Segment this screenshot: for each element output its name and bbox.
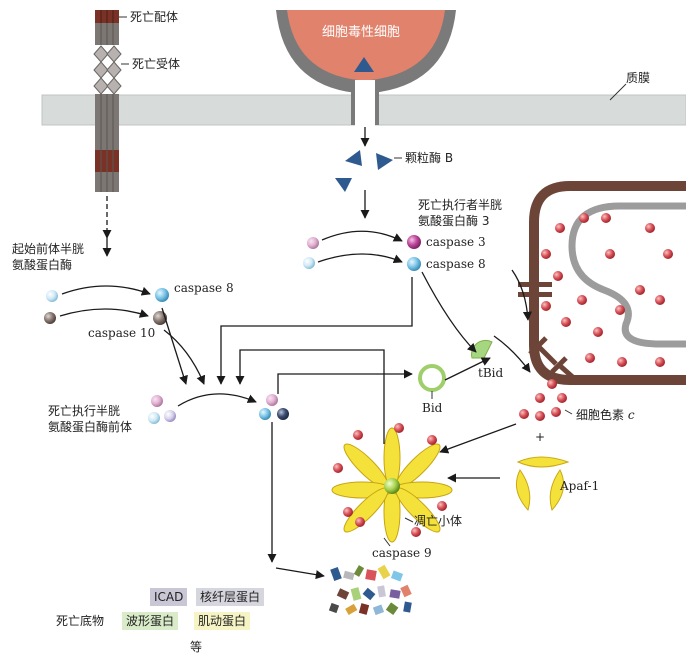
cytochrome-c-released bbox=[519, 379, 567, 421]
caspase8-top-ball bbox=[407, 257, 421, 271]
executioner-precursor-label-1: 死亡执行半胱 bbox=[48, 404, 121, 418]
granzyme-in-cell-icon bbox=[354, 57, 374, 72]
initiator-label-2: 氨酸蛋白酶 bbox=[12, 258, 73, 272]
executioner-caspase3-label-2: 氨酸蛋白酶 3 bbox=[418, 214, 490, 228]
caspase9-label: caspase 9 bbox=[372, 546, 432, 560]
bid-ring bbox=[418, 364, 446, 392]
cytochrome-c-label: 细胞色素 c bbox=[576, 408, 635, 423]
cytotoxic-cell bbox=[276, 10, 456, 126]
executioner-caspase3-label-1: 死亡执行者半胱 bbox=[418, 198, 503, 212]
death-receptor bbox=[93, 10, 122, 192]
apoptosome bbox=[331, 423, 453, 543]
lamin-box: 核纤层蛋白 bbox=[196, 588, 265, 606]
plasma-membrane-label: 质膜 bbox=[626, 71, 651, 85]
icad-box: ICAD bbox=[150, 588, 188, 606]
tbid-shape bbox=[471, 339, 493, 359]
actin-box: 肌动蛋白 bbox=[194, 612, 251, 630]
executioner-procaspase-balls bbox=[148, 395, 176, 424]
tbid-label: tBid bbox=[478, 366, 504, 380]
initiator-label-1: 起始前体半胱 bbox=[12, 242, 85, 256]
procaspase-paleblue-ball bbox=[303, 257, 315, 269]
caspase8-label: caspase 8 bbox=[174, 281, 234, 295]
apaf1-shape bbox=[515, 456, 570, 511]
bid-label: Bid bbox=[422, 401, 443, 415]
executioner-precursor-label-2: 氨酸蛋白酶前体 bbox=[48, 420, 133, 434]
caspase3-ball bbox=[407, 235, 421, 249]
caspase3-label: caspase 3 bbox=[426, 235, 486, 249]
cytochrome-c-inside bbox=[541, 213, 673, 367]
procaspase-pink-ball bbox=[307, 237, 319, 249]
death-substrates-label: 死亡底物 bbox=[56, 614, 105, 628]
granzyme-b-label: 颗粒酶 B bbox=[405, 151, 454, 165]
granzyme-b-icon bbox=[335, 150, 393, 192]
death-ligand-label: 死亡配体 bbox=[130, 10, 179, 24]
apoptosome-label: 凋亡小体 bbox=[414, 514, 463, 528]
caspase8-top-label: caspase 8 bbox=[426, 257, 486, 271]
apaf1-label: Apaf-1 bbox=[560, 479, 600, 493]
caspase8-ball bbox=[155, 288, 169, 302]
cytotoxic-cell-label: 细胞毒性细胞 bbox=[322, 25, 401, 40]
fodrin-box: 波形蛋白 bbox=[122, 612, 179, 630]
procaspase10-ball bbox=[44, 312, 56, 324]
pathway-arrows bbox=[59, 127, 532, 580]
caspase10-label: caspase 10 bbox=[88, 326, 156, 340]
cytochrome-c-italic: c bbox=[627, 408, 635, 422]
etc-label: 等 bbox=[190, 640, 203, 654]
procaspase8-ball bbox=[46, 290, 58, 302]
death-receptor-label: 死亡受体 bbox=[132, 57, 181, 71]
active-executioner-caspase-balls bbox=[259, 394, 289, 420]
cell-debris bbox=[328, 564, 412, 616]
cytochrome-c-text: 细胞色素 bbox=[576, 408, 625, 422]
plus-sign: + bbox=[535, 430, 546, 444]
